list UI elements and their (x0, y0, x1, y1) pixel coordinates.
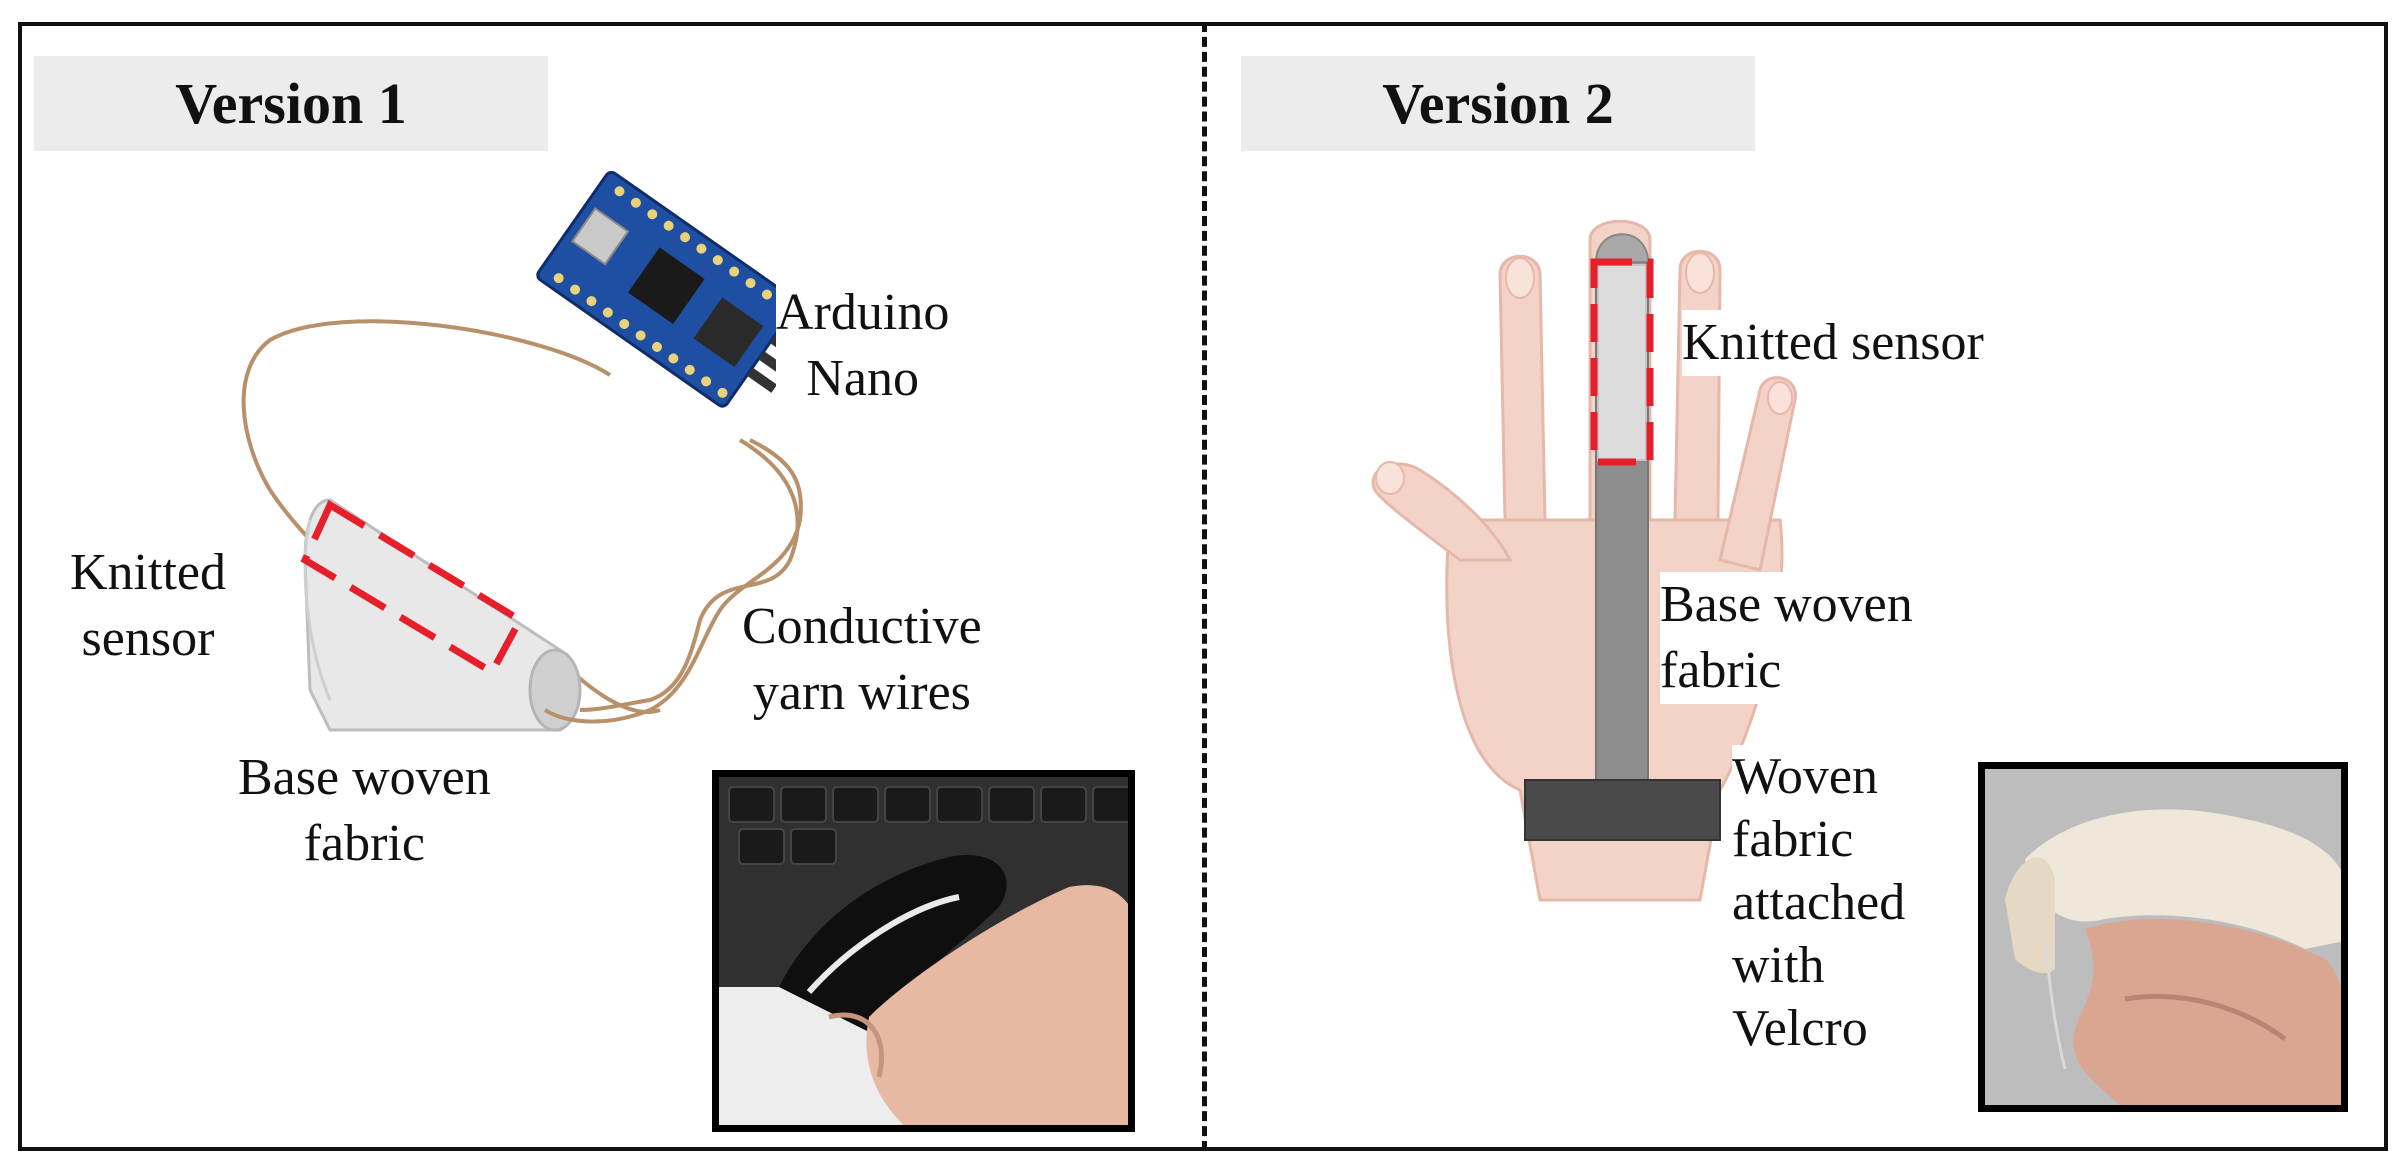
label-base-woven-v2: Base woven fabric (1660, 572, 1913, 704)
conductive-wire-4 (543, 438, 803, 724)
label-woven-velcro: Woven fabric attached with Velcro (1732, 745, 1906, 1060)
version1-photo (712, 770, 1135, 1132)
arduino-nano-board (536, 170, 801, 408)
wrist-strap (1524, 779, 1721, 841)
label-knitted-sensor-v1: Knitted sensor (70, 540, 226, 672)
label-conductive-yarn: Conductive yarn wires (742, 594, 982, 726)
label-arduino-nano: Arduino Nano (776, 280, 950, 412)
fingertip-cap (1594, 233, 1650, 263)
version2-title-text: Version 2 (1382, 71, 1614, 136)
version-divider (1202, 22, 1207, 1151)
knitted-sensor-outline-v1 (300, 499, 525, 677)
version1-photo-content (719, 777, 1128, 1125)
version1-title-text: Version 1 (175, 71, 407, 136)
version2-title: Version 2 (1241, 56, 1755, 151)
knitted-sensor-outline-v2 (1590, 258, 1654, 466)
knitted-sensor-v2 (1597, 264, 1647, 461)
base-woven-fabric-tube (303, 498, 582, 732)
version2-photo (1978, 762, 2348, 1112)
conductive-wire (241, 319, 612, 562)
label-knitted-sensor-v2: Knitted sensor (1682, 310, 1984, 376)
version1-title: Version 1 (34, 56, 548, 151)
label-base-woven-v1: Base woven fabric (238, 745, 491, 877)
version2-photo-content (1985, 769, 2341, 1105)
conductive-wire-2 (579, 438, 800, 712)
